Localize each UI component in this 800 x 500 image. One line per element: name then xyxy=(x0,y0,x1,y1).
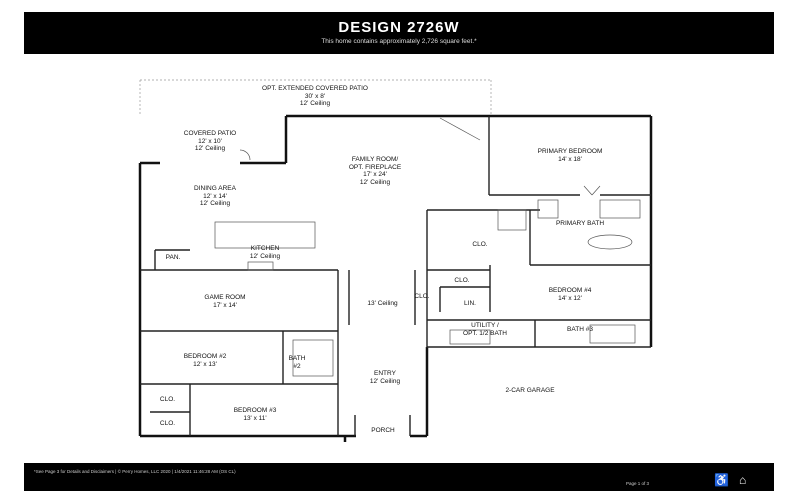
room-name: DINING AREA xyxy=(194,185,236,192)
room-name: CLO. xyxy=(454,277,470,284)
exterior-walls xyxy=(138,114,653,442)
room-name: GAME ROOM xyxy=(204,294,246,301)
room-ceiling: 12' Ceiling xyxy=(194,145,226,152)
design-subtitle: This home contains approximately 2,726 s… xyxy=(321,38,477,45)
room-name: 2-CAR GARAGE xyxy=(505,387,555,394)
room-dims: 30' x 8' xyxy=(304,92,326,100)
room-name: PAN. xyxy=(165,254,181,261)
room-name: CLO. xyxy=(159,420,176,427)
room-name: CLO. xyxy=(414,293,430,300)
room-ceiling: 12' Ceiling xyxy=(199,200,231,207)
room-name-line2: OPT. FIREPLACE xyxy=(348,163,402,171)
room-name: UTILITY / xyxy=(471,322,499,329)
room-name: BEDROOM #3 xyxy=(233,407,277,414)
room-dims: 12' x 10' xyxy=(198,137,222,145)
design-title: DESIGN 2726W xyxy=(338,19,460,36)
page-number: Page 1 of 3 xyxy=(626,481,650,486)
room-linen: LIN. xyxy=(455,300,485,308)
room-dims: 14' x 12' xyxy=(558,294,582,302)
room-name: OPT. EXTENDED COVERED PATIO xyxy=(262,85,368,92)
room-bath-3: BATH #3 xyxy=(550,326,610,334)
room-name: COVERED PATIO xyxy=(183,130,237,137)
room-name: BEDROOM #2 xyxy=(183,353,227,360)
room-primary-bedroom: PRIMARY BEDROOM 14' x 18' xyxy=(505,148,635,163)
room-bedroom-3-closet: CLO. xyxy=(150,420,185,428)
room-bedroom-2: BEDROOM #2 12' x 13' xyxy=(160,353,250,368)
disclaimer-text: *See Page 3 for Details and Disclaimers … xyxy=(34,469,236,474)
fixtures xyxy=(214,117,641,377)
room-pantry: PAN. xyxy=(158,254,188,262)
room-family-room: FAMILY ROOM/ OPT. FIREPLACE 17' x 24' 12… xyxy=(320,156,430,186)
room-dims: 13' x 11' xyxy=(243,414,267,422)
accessibility-icon: ♿ xyxy=(714,473,729,487)
room-name: LIN. xyxy=(464,300,476,307)
room-kitchen: KITCHEN 12' Ceiling xyxy=(225,245,305,260)
room-bedroom-3: BEDROOM #3 13' x 11' xyxy=(210,407,300,422)
room-ceiling: 13' Ceiling xyxy=(367,300,398,307)
page-header: DESIGN 2726W This home contains approxim… xyxy=(24,12,774,54)
room-hall-closet: CLO. xyxy=(442,277,482,285)
room-name: BATH xyxy=(288,355,306,362)
room-ceiling: 12' Ceiling xyxy=(299,100,331,107)
room-mid-closet: CLO. xyxy=(402,293,442,301)
room-dims: 14' x 18' xyxy=(558,155,582,163)
room-extended-covered-patio: OPT. EXTENDED COVERED PATIO 30' x 8' 12'… xyxy=(200,85,430,108)
room-dims: 17' x 24' xyxy=(363,171,387,178)
room-dining-area: DINING AREA 12' x 14' 12' Ceiling xyxy=(165,185,265,208)
room-name-line2: OPT. 1/2 BATH xyxy=(463,329,507,337)
room-game-room: GAME ROOM 17' x 14' xyxy=(180,294,270,309)
room-covered-patio: COVERED PATIO 12' x 10' 12' Ceiling xyxy=(155,130,265,153)
room-porch: PORCH xyxy=(357,427,409,435)
room-name: ENTRY xyxy=(374,370,396,377)
room-garage: 2-CAR GARAGE xyxy=(475,387,585,395)
room-bedroom-2-closet: CLO. xyxy=(150,396,185,404)
room-dims: 17' x 14' xyxy=(213,301,237,309)
room-name: CLO. xyxy=(472,241,488,248)
room-name: PORCH xyxy=(371,427,395,434)
room-ceiling: 12' Ceiling xyxy=(369,377,401,385)
room-name: FAMILY ROOM/ xyxy=(351,156,399,163)
room-name: KITCHEN xyxy=(250,245,280,252)
room-primary-closet: CLO. xyxy=(460,241,500,249)
footer-icons: ♿ ⌂ xyxy=(714,474,746,486)
room-bedroom-4: BEDROOM #4 14' x 12' xyxy=(525,287,615,302)
room-utility: UTILITY / OPT. 1/2 BATH xyxy=(440,322,530,337)
room-name: CLO. xyxy=(159,396,176,403)
room-ceiling: 12' Ceiling xyxy=(359,178,391,186)
room-primary-bath: PRIMARY BATH xyxy=(540,220,620,228)
room-name-line2: #2 xyxy=(293,362,301,370)
hall-ceiling-note: 13' Ceiling xyxy=(350,300,415,308)
room-ceiling: 12' Ceiling xyxy=(249,252,281,260)
room-bath-2: BATH #2 xyxy=(282,355,312,370)
room-name: PRIMARY BATH xyxy=(555,220,605,227)
room-name: BEDROOM #4 xyxy=(548,287,592,294)
room-name: PRIMARY BEDROOM xyxy=(537,148,603,155)
interior-walls xyxy=(140,116,651,436)
page-footer: *See Page 3 for Details and Disclaimers … xyxy=(24,463,774,491)
room-dims: 12' x 14' xyxy=(203,192,227,200)
extended-patio-outline xyxy=(139,79,492,116)
equal-housing-icon: ⌂ xyxy=(738,473,747,487)
room-entry: ENTRY 12' Ceiling xyxy=(350,370,420,385)
room-dims: 12' x 13' xyxy=(193,360,217,368)
room-name: BATH #3 xyxy=(567,326,593,333)
